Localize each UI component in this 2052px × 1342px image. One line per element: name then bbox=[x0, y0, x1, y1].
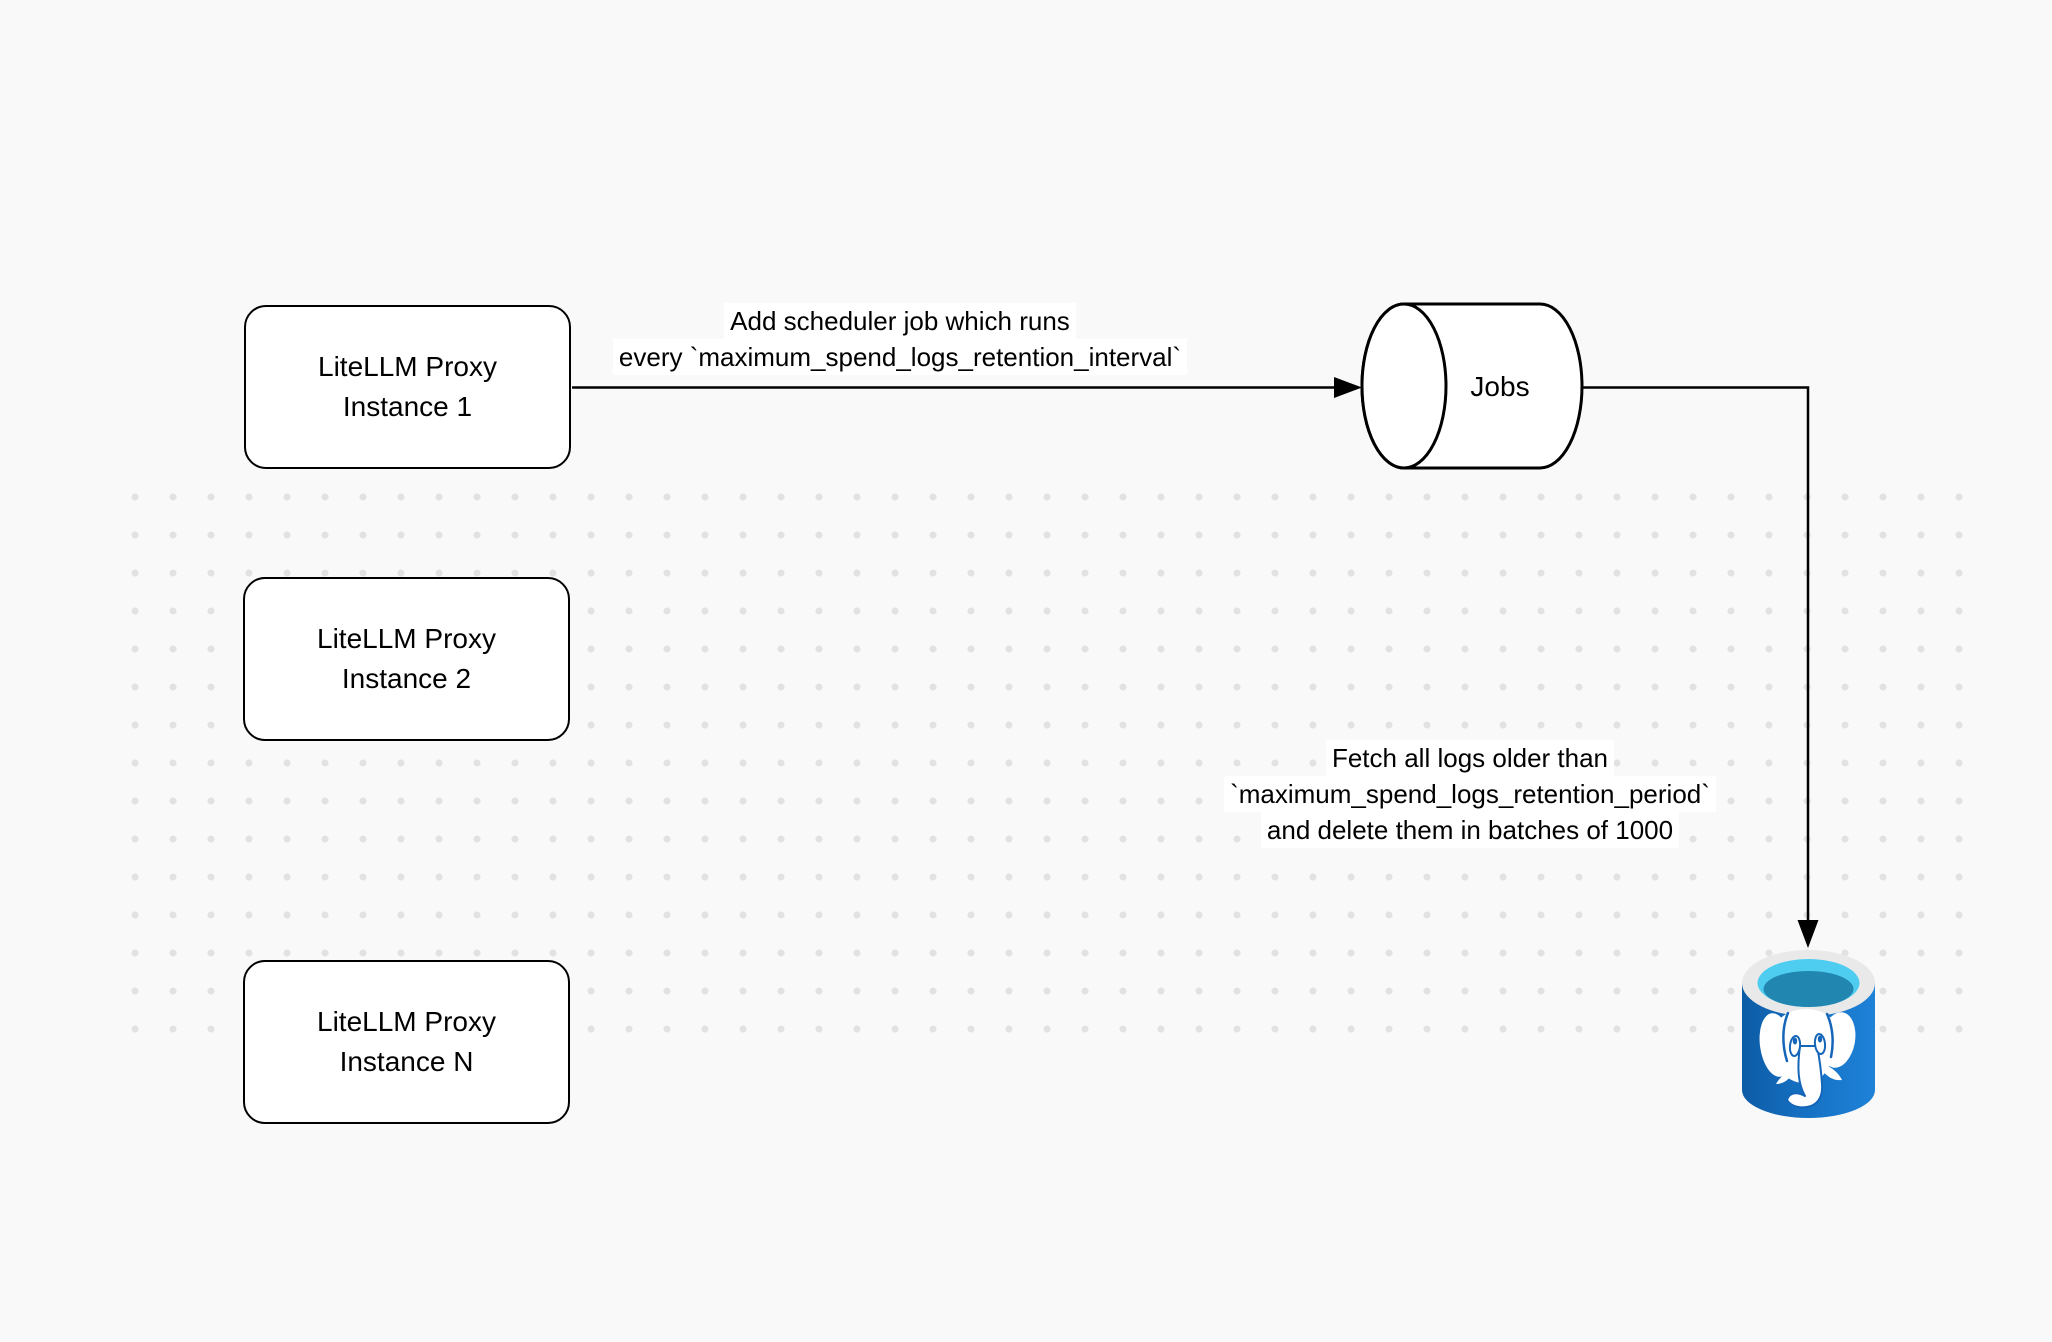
node-label-line: LiteLLM Proxy bbox=[318, 351, 497, 382]
db-arrow bbox=[1582, 386, 1819, 948]
edge-label-line: `maximum_spend_logs_retention_period` bbox=[1224, 776, 1716, 812]
edge-label-line: Add scheduler job which runs bbox=[724, 303, 1076, 339]
node-label-line: Instance 2 bbox=[341, 663, 472, 694]
jobs-queue-cylinder-icon bbox=[1360, 302, 1584, 470]
jobs-queue-label: Jobs bbox=[1470, 371, 1530, 402]
node-label-line: Instance 1 bbox=[342, 391, 473, 422]
edge-label-fetch-delete: Fetch all logs older than `maximum_spend… bbox=[1120, 740, 1820, 848]
dotted-grid-background bbox=[116, 478, 1978, 1048]
scheduler-arrow bbox=[572, 377, 1362, 398]
db-arrow-line bbox=[1582, 386, 1810, 924]
edge-label-scheduler: Add scheduler job which runs every `maxi… bbox=[500, 303, 1300, 375]
node-litellm-proxy-instance-1: LiteLLM Proxy Instance 1 bbox=[244, 305, 571, 469]
node-litellm-proxy-instance-n: LiteLLM Proxy Instance N bbox=[243, 960, 570, 1124]
node-label-line: Instance N bbox=[339, 1046, 474, 1077]
postgres-liquid bbox=[1763, 971, 1854, 1007]
edge-label-line: every `maximum_spend_logs_retention_inte… bbox=[612, 339, 1188, 375]
jobs-queue-face bbox=[1360, 302, 1448, 470]
node-label-line: LiteLLM Proxy bbox=[317, 623, 496, 654]
postgresql-database-icon bbox=[1742, 950, 1875, 1118]
node-litellm-proxy-instance-2: LiteLLM Proxy Instance 2 bbox=[243, 577, 570, 741]
edge-label-line: and delete them in batches of 1000 bbox=[1260, 812, 1680, 848]
postgres-elephant-icon bbox=[1759, 1009, 1856, 1109]
db-arrowhead-icon bbox=[1797, 920, 1819, 948]
edge-label-line: Fetch all logs older than bbox=[1325, 740, 1615, 776]
scheduler-arrowhead-icon bbox=[1334, 377, 1362, 398]
node-label-line: LiteLLM Proxy bbox=[317, 1006, 496, 1037]
